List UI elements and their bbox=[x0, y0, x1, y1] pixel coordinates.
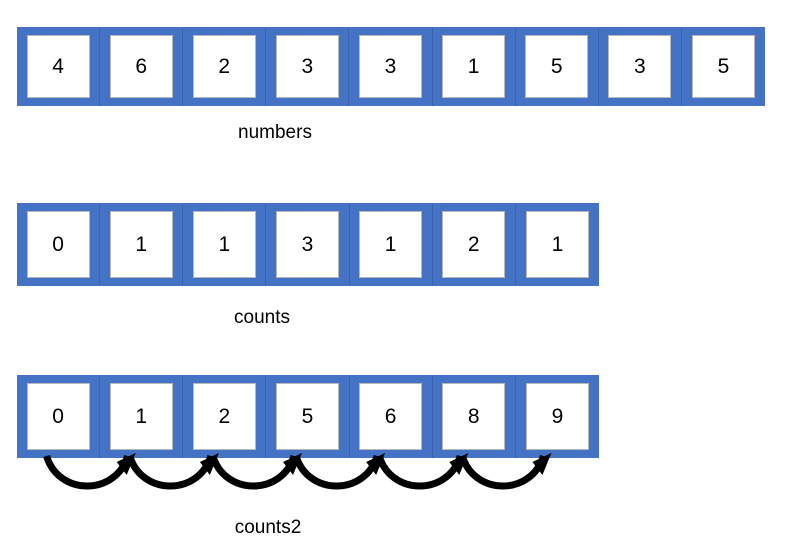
array-cell-value: 0 bbox=[52, 233, 64, 256]
array-cell-box: 1 bbox=[109, 383, 173, 450]
array-cell-box: 1 bbox=[525, 211, 589, 278]
array-cell-box: 5 bbox=[275, 383, 340, 450]
array-cell: 1 bbox=[100, 375, 184, 458]
array-cell: 4 bbox=[17, 27, 101, 106]
array-cell-value: 3 bbox=[301, 55, 314, 78]
array-cell-box: 3 bbox=[275, 35, 339, 98]
array-cell-value: 6 bbox=[135, 55, 147, 78]
arrow-arc bbox=[209, 454, 298, 490]
array-cell: 6 bbox=[349, 375, 433, 458]
array-cell-box: 1 bbox=[192, 211, 256, 278]
array-cell-value: 3 bbox=[384, 55, 397, 78]
array-cell: 1 bbox=[349, 203, 433, 286]
array-cell-box: 5 bbox=[691, 35, 755, 98]
array-cell-box: 4 bbox=[26, 35, 90, 98]
array-cell: 0 bbox=[17, 375, 101, 458]
array-cell-box: 2 bbox=[192, 35, 256, 98]
array-label-counts2: counts2 bbox=[234, 517, 302, 538]
array-cell-value: 6 bbox=[384, 405, 397, 428]
array-cell-box: 9 bbox=[525, 383, 589, 450]
array-cell-box: 2 bbox=[442, 211, 506, 278]
array-cell-value: 3 bbox=[633, 55, 646, 78]
array-cell: 2 bbox=[432, 203, 516, 286]
array-cell-value: 8 bbox=[467, 405, 480, 428]
array-strip-numbers: 4 6 2 3 3 1 5 3 5 bbox=[17, 27, 765, 106]
array-cell-value: 3 bbox=[301, 233, 314, 256]
array-cell: 3 bbox=[266, 203, 350, 286]
array-cell: 9 bbox=[515, 375, 599, 458]
array-cell-value: 2 bbox=[218, 405, 231, 428]
array-cell-value: 5 bbox=[550, 55, 563, 78]
arrow-arc bbox=[458, 454, 547, 490]
array-cell: 8 bbox=[432, 375, 516, 458]
array-cell: 5 bbox=[681, 27, 765, 106]
array-cell: 1 bbox=[100, 203, 184, 286]
array-cell: 3 bbox=[349, 27, 433, 106]
array-cell-box: 1 bbox=[109, 211, 173, 278]
array-cell-value: 1 bbox=[135, 233, 148, 256]
array-cell: 2 bbox=[183, 27, 267, 106]
array-cell-box: 1 bbox=[359, 211, 423, 278]
counts2-arrow-chain bbox=[43, 453, 552, 490]
array-cell-value: 2 bbox=[467, 233, 480, 256]
array-strip-counts2: 0 1 2 5 6 8 9 bbox=[17, 375, 599, 458]
array-cell-box: 1 bbox=[442, 35, 506, 98]
array-cell-value: 2 bbox=[218, 55, 231, 78]
array-cell-value: 1 bbox=[467, 55, 480, 78]
array-cell: 1 bbox=[183, 203, 267, 286]
array-cell-box: 5 bbox=[525, 35, 589, 98]
array-cell-value: 1 bbox=[135, 405, 148, 428]
arrow-arc bbox=[126, 454, 215, 490]
array-label-numbers: numbers bbox=[238, 122, 312, 143]
array-cell-value: 1 bbox=[551, 233, 564, 256]
array-cell-box: 0 bbox=[26, 383, 90, 450]
array-cell-box: 3 bbox=[358, 35, 423, 98]
array-cell: 2 bbox=[183, 375, 267, 458]
array-cell-box: 6 bbox=[109, 35, 173, 98]
array-strip-counts: 0 1 1 3 1 2 1 bbox=[17, 203, 599, 286]
arrow-arc bbox=[43, 454, 132, 490]
array-cell-value: 0 bbox=[52, 405, 64, 428]
array-cell-value: 5 bbox=[301, 405, 314, 428]
array-cell: 5 bbox=[266, 375, 350, 458]
array-cell-box: 0 bbox=[26, 211, 90, 278]
array-cell-box: 3 bbox=[275, 211, 340, 278]
array-cell-value: 1 bbox=[384, 233, 397, 256]
arrow-arc bbox=[375, 454, 464, 490]
array-cell-box: 3 bbox=[608, 35, 672, 98]
array-cell-box: 2 bbox=[192, 383, 256, 450]
array-cell: 0 bbox=[17, 203, 101, 286]
array-cell-box: 8 bbox=[442, 383, 506, 450]
array-cell: 3 bbox=[266, 27, 350, 106]
arrow-arc bbox=[292, 454, 381, 490]
array-cell: 1 bbox=[515, 203, 599, 286]
array-cell-value: 5 bbox=[717, 55, 730, 78]
array-label-counts: counts bbox=[234, 307, 290, 328]
array-cell-box: 6 bbox=[359, 383, 423, 450]
array-cell-value: 1 bbox=[218, 233, 231, 256]
array-cell-value: 4 bbox=[52, 55, 64, 78]
array-cell: 5 bbox=[515, 27, 599, 106]
array-cell-value: 9 bbox=[551, 405, 564, 428]
array-cell: 6 bbox=[100, 27, 184, 106]
array-cell: 3 bbox=[598, 27, 682, 106]
array-cell: 1 bbox=[432, 27, 516, 106]
